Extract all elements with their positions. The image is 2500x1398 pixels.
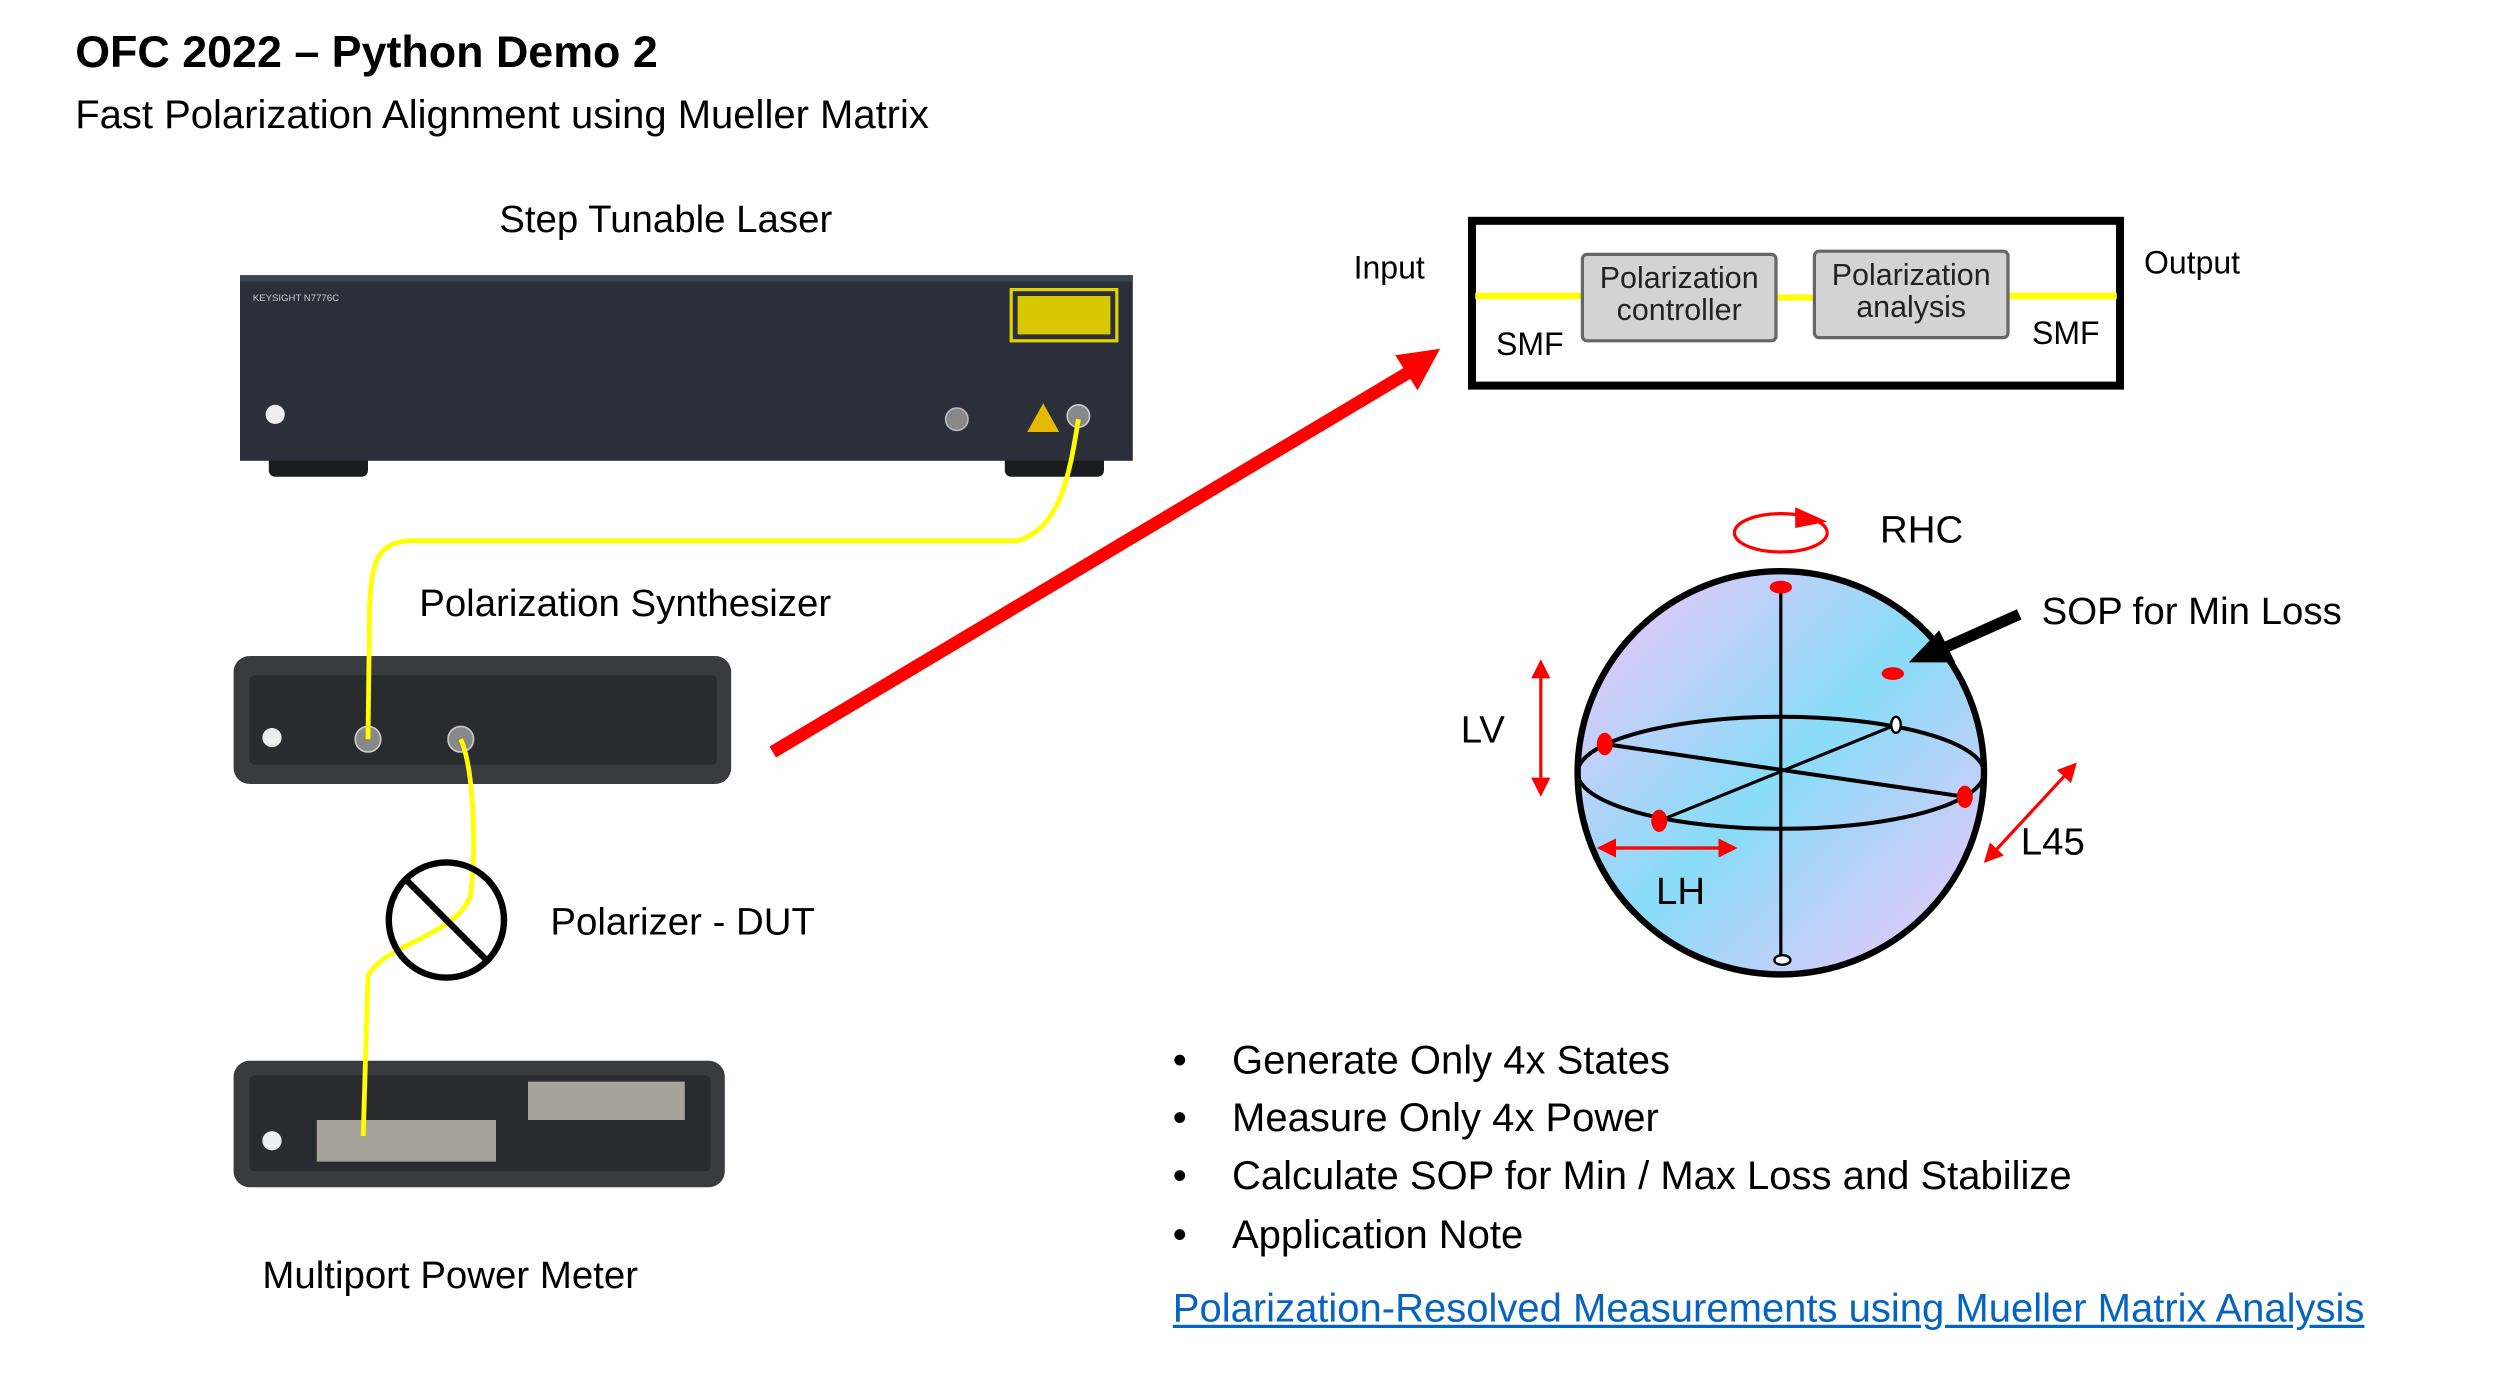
application-note-link[interactable]: Polarization-Resolved Measurements using… bbox=[1172, 1286, 2365, 1332]
bullet-text: Calculate SOP for Min / Max Loss and Sta… bbox=[1232, 1153, 2072, 1199]
polarization-controller-block: Polarization controller bbox=[1580, 252, 1778, 343]
page-title: OFC 2022 – Python Demo 2 bbox=[75, 27, 658, 77]
rhc-rotation-icon bbox=[1732, 507, 1829, 554]
fiber-synth-to-meter bbox=[360, 738, 476, 1137]
bullet-symbol: • bbox=[1172, 1096, 1187, 1141]
poincare-sphere bbox=[1574, 568, 1988, 978]
bullet-text: Application Note bbox=[1232, 1212, 1524, 1258]
bullet-symbol: • bbox=[1172, 1212, 1187, 1258]
zoom-arrow-icon bbox=[769, 348, 1440, 758]
polarizer-icon bbox=[385, 859, 508, 981]
bullet-symbol: • bbox=[1172, 1038, 1187, 1084]
l45-label: L45 bbox=[2020, 820, 2085, 864]
power-meter-instrument bbox=[233, 1060, 725, 1188]
power-meter-label: Multiport Power Meter bbox=[262, 1254, 638, 1298]
smf-left-label: SMF bbox=[1496, 328, 1564, 364]
smf-right-label: SMF bbox=[2032, 316, 2100, 352]
l45-arrow-icon bbox=[1983, 762, 2077, 864]
lv-label: LV bbox=[1460, 708, 1505, 752]
laser-label: Step Tunable Laser bbox=[499, 198, 833, 242]
sop-label: SOP for Min Loss bbox=[2041, 590, 2342, 634]
bullet-text: Measure Only 4x Power bbox=[1232, 1096, 1659, 1141]
output-label: Output bbox=[2144, 246, 2241, 282]
input-label: Input bbox=[1353, 251, 1425, 287]
polarizer-label: Polarizer - DUT bbox=[550, 900, 815, 944]
tunable-laser-instrument: KEYSIGHT N7776C bbox=[240, 275, 1133, 477]
bullet-text: Generate Only 4x States bbox=[1232, 1038, 1671, 1084]
page-subtitle: Fast Polarization Alignment using Muelle… bbox=[75, 92, 929, 138]
synthesizer-label: Polarization Synthesizer bbox=[419, 582, 832, 626]
lh-label: LH bbox=[1656, 870, 1706, 914]
rhc-label: RHC bbox=[1880, 508, 1964, 552]
polarization-synthesizer-instrument bbox=[233, 656, 732, 784]
setup-box bbox=[1468, 216, 2125, 390]
svg-text:KEYSIGHT N7776C: KEYSIGHT N7776C bbox=[253, 293, 339, 304]
bullet-symbol: • bbox=[1172, 1153, 1187, 1199]
fiber-laser-to-synth bbox=[365, 418, 1081, 740]
polarization-analysis-block: Polarization analysis bbox=[1812, 249, 2010, 340]
sop-pointer-arrow-icon bbox=[1908, 609, 2022, 663]
